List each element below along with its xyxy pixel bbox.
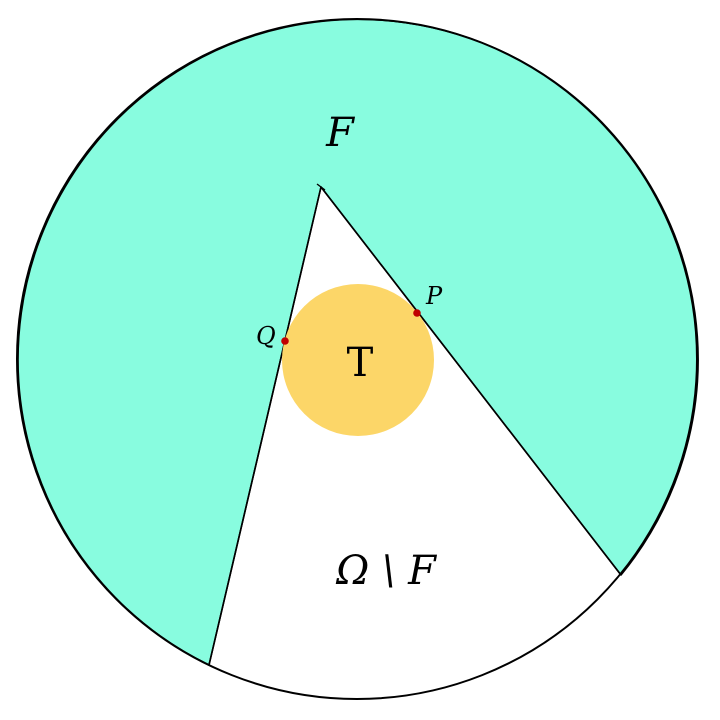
apex-tick bbox=[316, 183, 326, 191]
disk-T bbox=[282, 284, 434, 436]
point-P-label: P bbox=[425, 282, 443, 310]
disk-T-label: T bbox=[347, 340, 374, 386]
point-Q-label: Q bbox=[256, 322, 276, 350]
domain-circle-boundary bbox=[16, 18, 698, 700]
complement-label: Ω \ F bbox=[335, 548, 437, 594]
point-Q-marker bbox=[281, 337, 289, 345]
wedge-edge-left bbox=[208, 186, 322, 666]
point-P-marker bbox=[413, 309, 421, 317]
wedge-edge-right bbox=[320, 186, 622, 576]
region-F-label: F bbox=[325, 110, 355, 156]
